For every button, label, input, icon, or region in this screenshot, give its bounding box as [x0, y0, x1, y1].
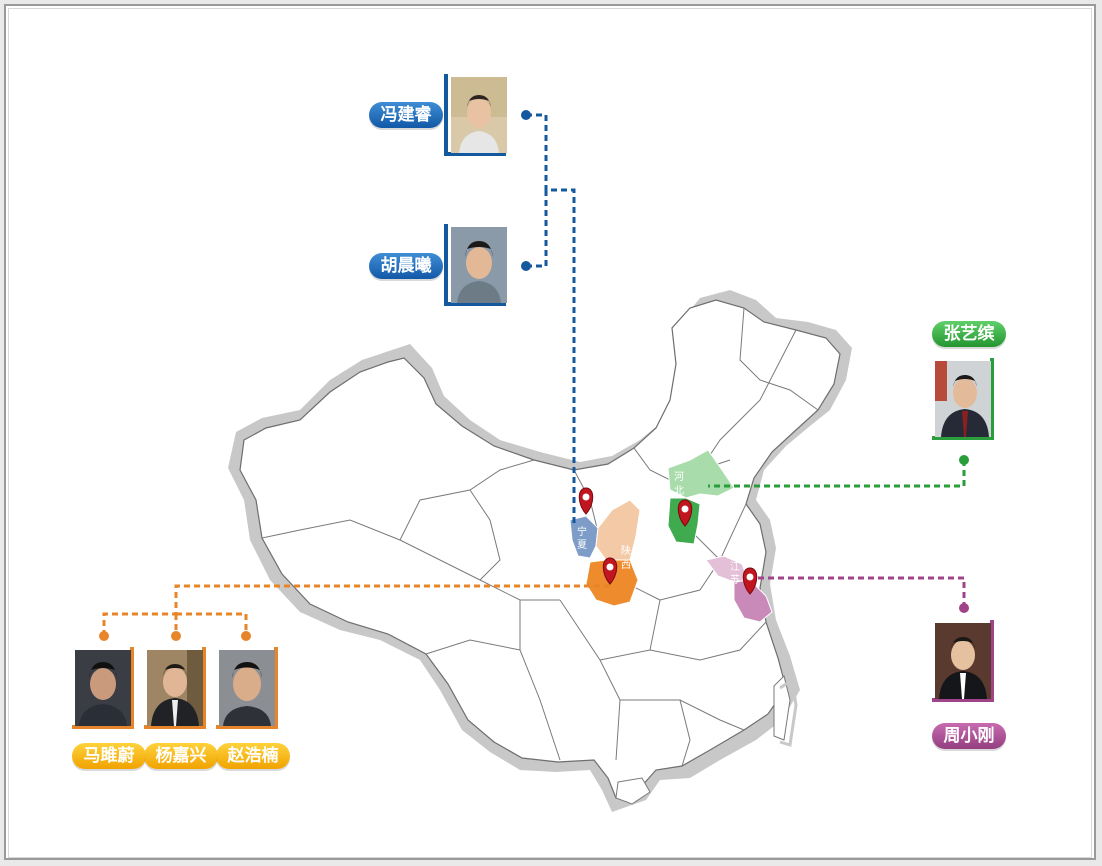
map-body [239, 299, 841, 799]
label-jiangsu-1: 江 [730, 561, 740, 573]
hainan [615, 777, 651, 805]
province-shaanxi-north [595, 499, 641, 561]
dot-blue-2 [521, 261, 531, 271]
dot-blue-1 [521, 110, 531, 120]
avatar [219, 650, 275, 726]
dot-orange-3 [241, 631, 251, 641]
name-hu-chenxi: 胡晨曦 [369, 253, 443, 279]
photo-feng-jianrui[interactable] [444, 74, 507, 156]
photo-hu-chenxi[interactable] [444, 224, 507, 306]
avatar [75, 650, 131, 726]
marker-ningxia-icon[interactable] [578, 487, 594, 515]
avatar [451, 77, 507, 153]
name-zhang-yibin: 张艺缤 [932, 321, 1006, 347]
inner-border [8, 8, 1092, 858]
province-ningxia [569, 515, 599, 559]
label-hebei-2: 北 [674, 485, 684, 497]
name-zhou-xiaogang: 周小刚 [932, 723, 1006, 749]
photo-zhou-xiaogang[interactable] [932, 620, 994, 702]
avatar [451, 227, 507, 303]
taiwan [773, 675, 791, 741]
avatar [935, 361, 991, 437]
name-yang-jiaxing: 杨嘉兴 [144, 743, 218, 769]
dot-orange-1 [99, 631, 109, 641]
dot-orange-2 [171, 631, 181, 641]
dot-purple [959, 603, 969, 613]
avatar [935, 623, 991, 699]
photo-zhang-yibin[interactable] [932, 358, 994, 440]
marker-jiangsu-icon[interactable] [742, 567, 758, 595]
marker-shaanxi-icon[interactable] [602, 557, 618, 585]
label-ningxia-2: 夏 [577, 539, 587, 551]
label-hebei-1: 河 [674, 471, 684, 483]
connector-purple [752, 576, 966, 608]
photo-zhao-haonan[interactable] [216, 647, 278, 729]
label-ningxia-1: 宁 [577, 525, 587, 538]
connector-green [708, 460, 966, 488]
marker-hebei-icon[interactable] [677, 499, 693, 527]
name-zhao-haonan: 赵浩楠 [216, 743, 290, 769]
dot-green [959, 455, 969, 465]
label-shaanxi-1: 陕 [621, 544, 631, 557]
connector-orange-2 [176, 612, 248, 636]
name-feng-jianrui: 冯建睿 [369, 102, 443, 128]
photo-yang-jiaxing[interactable] [144, 647, 206, 729]
connector-blue-2 [526, 190, 548, 268]
label-jiangsu-2: 苏 [730, 573, 740, 586]
avatar [147, 650, 203, 726]
name-ma-juwei: 马雎蔚 [72, 743, 146, 769]
label-shaanxi-2: 西 [621, 560, 631, 571]
taiwan-shadow [779, 677, 798, 747]
photo-ma-juwei[interactable] [72, 647, 134, 729]
